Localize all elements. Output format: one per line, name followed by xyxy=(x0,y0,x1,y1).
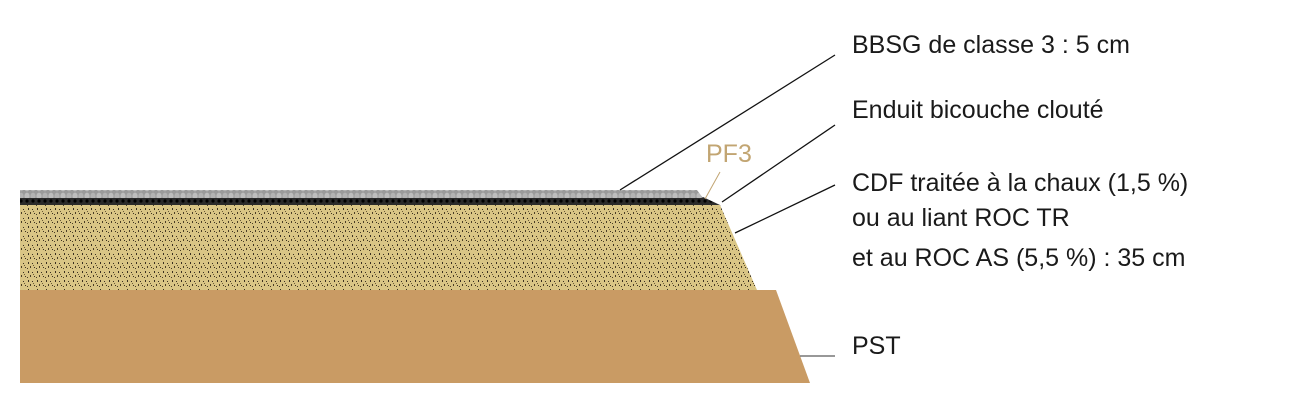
enduit-leader-line xyxy=(721,124,836,203)
cdf-label-line1: CDF traitée à la chaux (1,5 %) xyxy=(852,169,1189,197)
enduit-layer xyxy=(20,197,720,205)
cdf-label-line2: ou au liant ROC TR xyxy=(852,204,1070,232)
pf3-label: PF3 xyxy=(706,140,752,168)
bbsg-leader-line xyxy=(619,54,836,191)
cdf-label-line3: et au ROC AS (5,5 %) : 35 cm xyxy=(852,244,1186,272)
enduit-label: Enduit bicouche clouté xyxy=(852,96,1104,124)
pst-layer xyxy=(20,290,810,383)
pf3-leader-line xyxy=(704,171,721,200)
bbsg-label: BBSG de classe 3 : 5 cm xyxy=(852,31,1130,59)
cdf-leader-line xyxy=(734,184,836,234)
bbsg-layer xyxy=(20,190,703,198)
pst-label: PST xyxy=(852,332,901,360)
cdf-layer xyxy=(20,205,757,290)
